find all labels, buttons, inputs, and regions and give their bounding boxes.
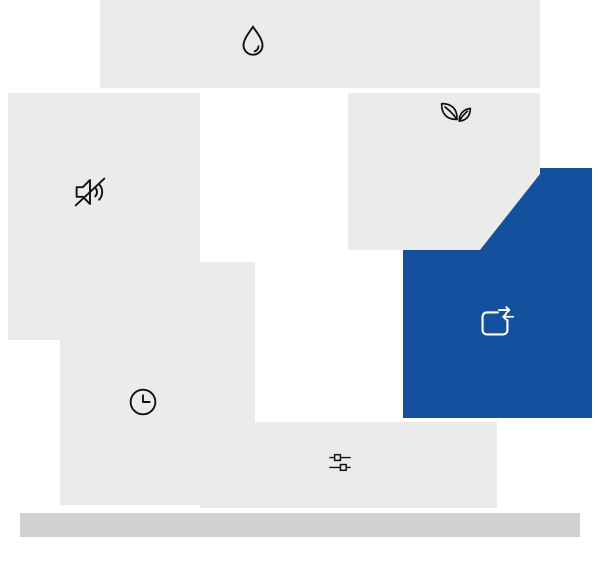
leaves-icon [435, 96, 477, 136]
bottom-scroll-track [20, 513, 580, 537]
water-drop-icon [234, 23, 272, 61]
tile-water[interactable] [100, 0, 540, 88]
sliders-icon [326, 449, 354, 476]
clock-icon [124, 383, 162, 421]
speaker-muted-icon [68, 170, 112, 214]
machine-sync-icon [473, 300, 517, 344]
tile-settings[interactable] [200, 422, 497, 508]
